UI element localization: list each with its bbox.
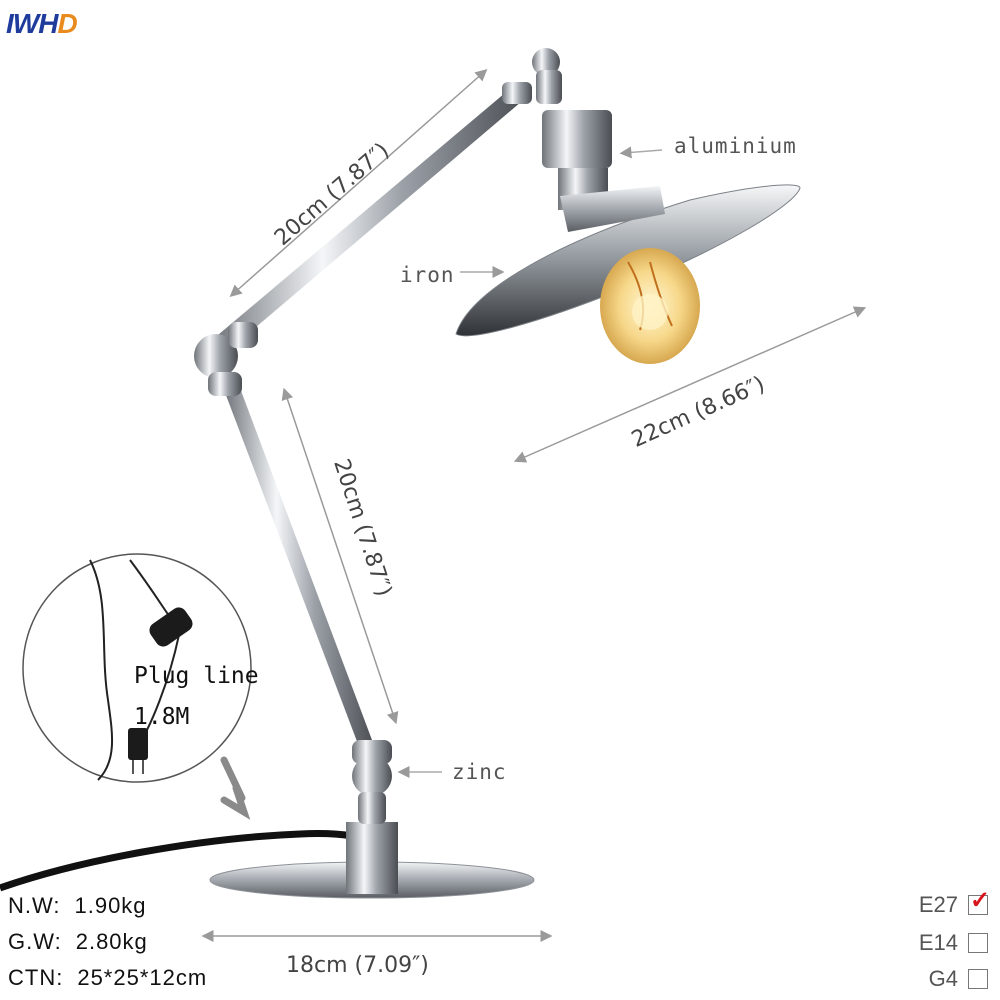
spec-label: G.W:: [8, 929, 62, 954]
power-cable: [0, 830, 353, 892]
aluminium-pointer: [619, 146, 663, 159]
socket-checkbox: [968, 969, 988, 989]
logo-text-accent: D: [57, 8, 77, 39]
spec-value: 1.90kg: [74, 893, 147, 918]
socket-label: E14: [918, 930, 958, 955]
plug-inset-circle: [22, 553, 252, 783]
lower-arm-dimension-line: [281, 387, 399, 725]
socket-holder: [542, 110, 612, 168]
socket-option-e14: E14: [919, 930, 988, 956]
plug-line-label: Plug line: [134, 663, 259, 689]
base-dimension: 18cm (7.09″): [286, 953, 429, 978]
spec-gross-weight: G.W: 2.80kg: [8, 929, 148, 955]
upper-arm-dimension-line: [229, 69, 488, 297]
brand-logo: IWHD: [6, 8, 78, 40]
zinc-label: zinc: [452, 760, 507, 784]
logo-text-main: IWH: [6, 8, 58, 39]
socket-checkbox: [968, 933, 988, 953]
spec-value: 2.80kg: [75, 929, 148, 954]
socket-option-e27: E27 ✓: [918, 887, 990, 918]
lower-joint: [352, 756, 392, 796]
spec-carton: CTN: 25*25*12cm: [8, 965, 207, 991]
spec-net-weight: N.W: 1.90kg: [8, 893, 147, 919]
check-icon: ✓: [970, 887, 991, 914]
top-joint: [532, 48, 560, 76]
base-post: [346, 822, 398, 894]
plug-line-length: 1.8M: [134, 704, 190, 730]
iron-label: iron: [400, 263, 455, 287]
spec-label: CTN:: [8, 965, 64, 990]
socket-checkbox: ✓: [968, 887, 990, 915]
aluminium-label: aluminium: [674, 134, 797, 158]
socket-option-g4: G4: [929, 966, 988, 992]
shade-dimension-line: [513, 306, 867, 463]
spec-label: N.W:: [8, 893, 61, 918]
spec-value: 25*25*12cm: [77, 965, 208, 990]
socket-label: G4: [928, 966, 958, 991]
down-arrow-icon: [220, 756, 251, 820]
elbow-joint: [194, 334, 238, 378]
socket-label: E27: [918, 892, 958, 917]
